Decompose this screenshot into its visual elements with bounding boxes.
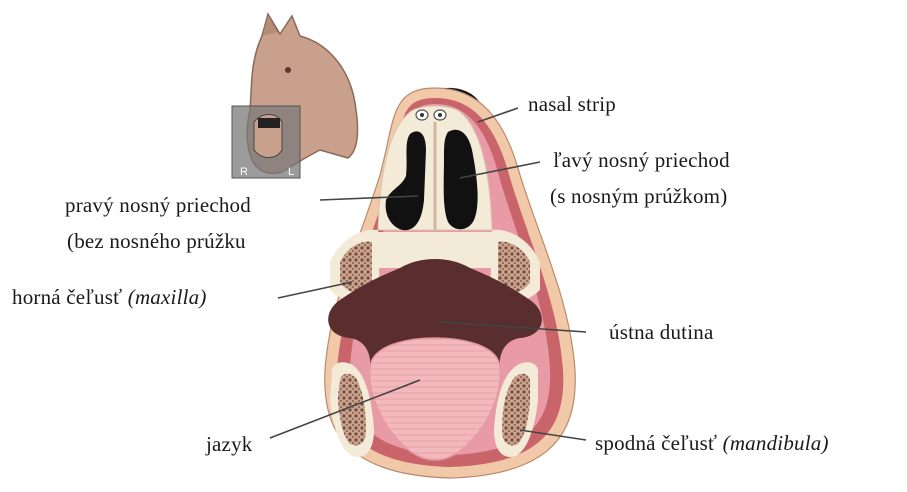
label-left-nasal-passage-line1: ľavý nosný priechod (553, 150, 730, 171)
label-left-nasal-passage-line2: (s nosným prúžkom) (550, 186, 727, 207)
inset-label-l: L (288, 166, 294, 178)
horse-head-inset: R L (232, 14, 358, 178)
horse-eye (285, 67, 291, 73)
label-oral-cavity: ústna dutina (609, 322, 713, 343)
label-nasal-strip: nasal strip (528, 94, 616, 115)
inset-label-r: R (240, 166, 248, 178)
label-maxilla: horná čeľusť (maxilla) (12, 287, 207, 308)
label-mandible-latin: (mandibula) (723, 431, 829, 455)
cross-section (325, 88, 575, 478)
label-mandible: spodná čeľusť (mandibula) (595, 433, 829, 454)
label-mandible-main: spodná čeľusť (595, 431, 717, 455)
label-right-nasal-passage-line1: pravý nosný priechod (65, 195, 251, 216)
label-maxilla-latin: (maxilla) (128, 285, 207, 309)
label-tongue: jazyk (206, 434, 252, 455)
label-right-nasal-passage-line2: (bez nosného prúžku (67, 231, 246, 252)
label-maxilla-main: horná čeľusť (12, 285, 122, 309)
